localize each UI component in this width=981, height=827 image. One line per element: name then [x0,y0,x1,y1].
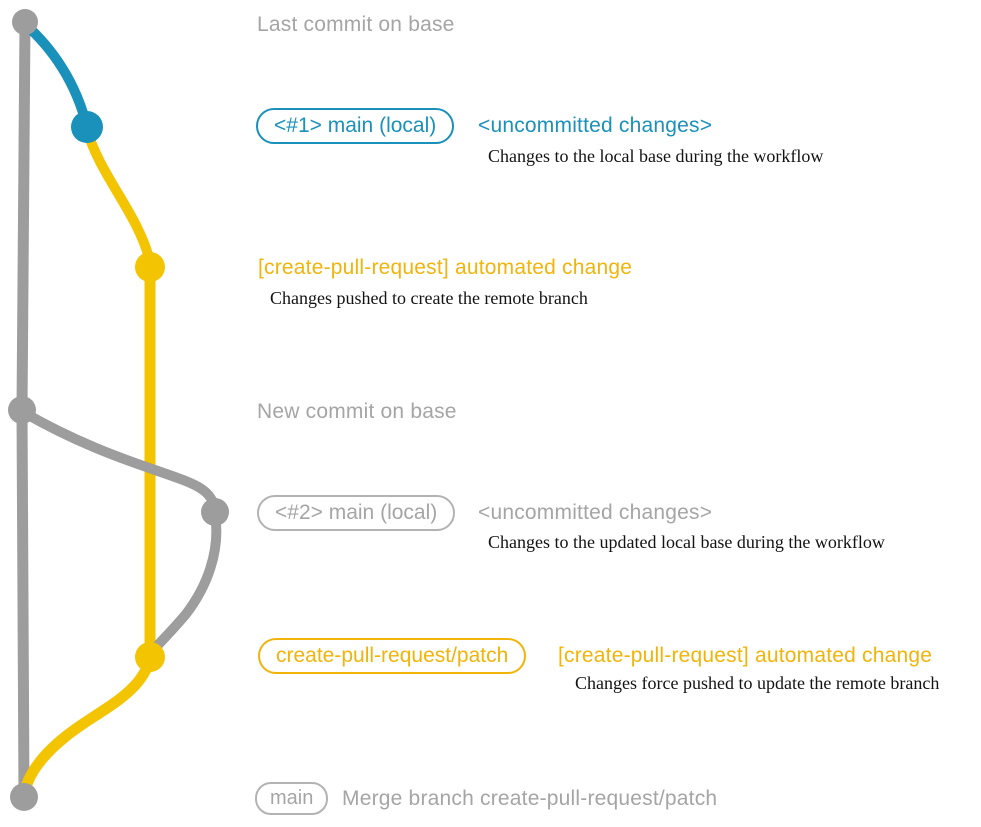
patch-branch-edge-top [82,125,154,263]
commit-uncommitted-1 [71,111,103,143]
base-update-edge [18,407,220,515]
commit-patch-2 [135,642,165,672]
commit-merge [10,783,38,811]
uncommitted-2-edge [146,509,222,658]
branch-chip-main-local-1: <#1> main (local) [256,108,455,144]
branch-chip-main-label: main [270,787,314,809]
commit-label-automated-change-1: [create-pull-request] automated change [258,256,633,279]
commit-uncommitted-2 [201,498,229,526]
branch-chip-main: main [255,782,329,815]
note-updated-local-base-changes: Changes to the updated local base during… [488,532,885,552]
commit-base-new [8,396,36,424]
note-force-pushed-update-remote-branch: Changes force pushed to update the remot… [575,673,940,693]
status-uncommitted-changes-2: <uncommitted changes> [478,501,713,524]
branch-chip-main-local-1-label: <#1> main (local) [274,114,437,137]
caption-new-commit-on-base: New commit on base [257,400,457,423]
branch-chip-main-local-2: <#2> main (local) [257,495,456,531]
branch-chip-create-pull-request-patch-label: create-pull-request/patch [276,644,509,667]
commit-patch-1 [135,252,165,282]
caption-last-commit-on-base: Last commit on base [257,13,455,36]
branch-chip-create-pull-request-patch: create-pull-request/patch [258,638,527,674]
merge-edge [18,652,156,801]
status-uncommitted-changes-1: <uncommitted changes> [478,114,713,137]
branch-chip-main-local-2-label: <#2> main (local) [275,501,438,524]
commit-base-initial [12,9,38,35]
uncommitted-1-edge [20,19,92,132]
note-local-base-changes: Changes to the local base during the wor… [488,146,824,166]
commit-message-merge-branch: Merge branch create-pull-request/patch [342,787,718,810]
note-pushed-create-remote-branch: Changes pushed to create the remote bran… [270,288,588,308]
commit-label-automated-change-2: [create-pull-request] automated change [558,644,933,667]
